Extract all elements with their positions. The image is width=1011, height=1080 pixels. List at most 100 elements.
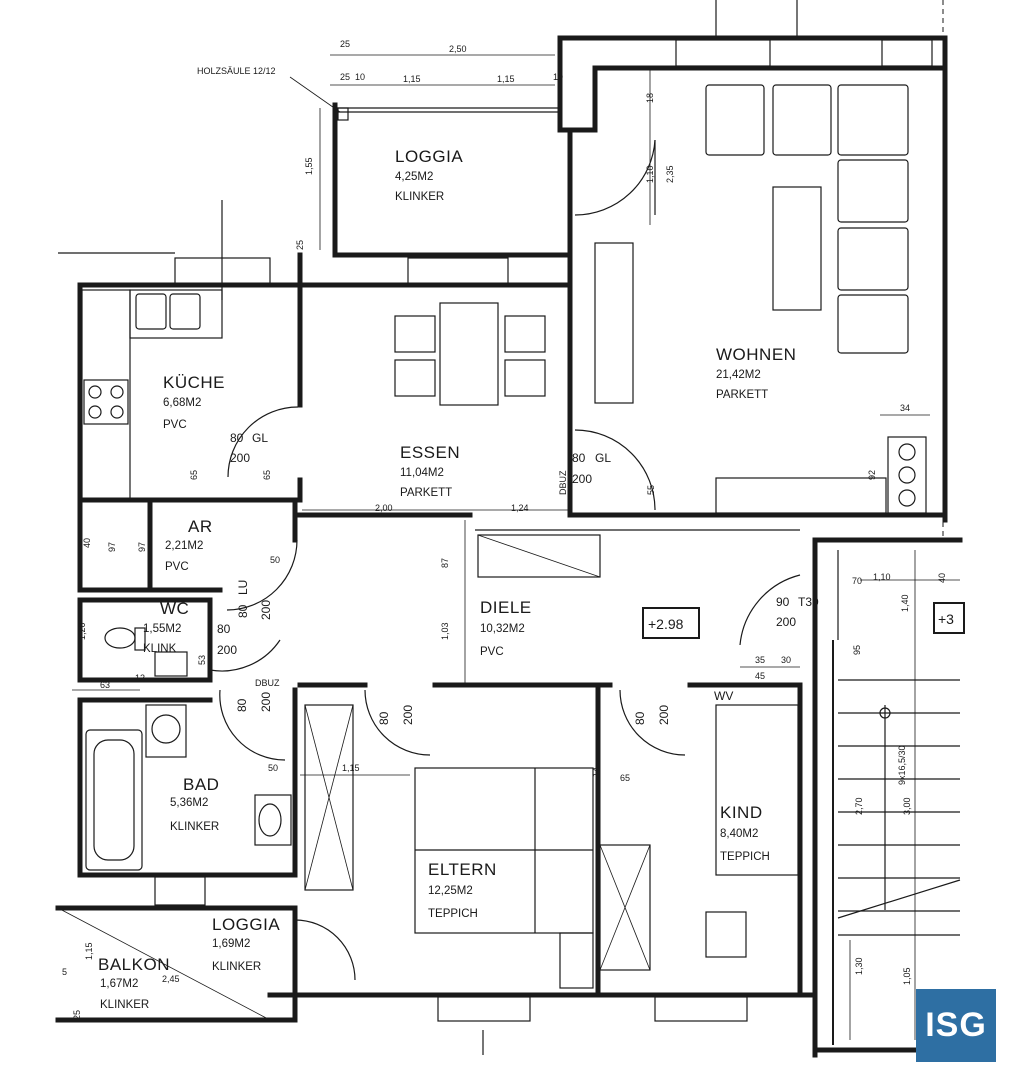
dim-65a: 65 bbox=[189, 470, 199, 480]
furniture-bedrooms bbox=[304, 534, 799, 989]
room-floor: KLINKER bbox=[212, 961, 261, 973]
door-essen-glass: GL bbox=[595, 451, 611, 465]
dim-235: 2,35 bbox=[665, 165, 675, 183]
door-eltern-width: 80 bbox=[377, 711, 391, 725]
dim-130: 1,30 bbox=[854, 957, 864, 975]
room-name: WOHNEN bbox=[716, 345, 796, 364]
room-name: LOGGIA bbox=[212, 915, 280, 934]
room-bad: BAD 5,36M2 KLINKER bbox=[170, 775, 219, 833]
dim-18: 18 bbox=[645, 93, 655, 103]
dim-55: 55 bbox=[646, 485, 656, 495]
stairs bbox=[837, 679, 961, 936]
room-kueche: KÜCHE 6,68M2 PVC bbox=[163, 373, 225, 431]
dim-45: 45 bbox=[755, 671, 765, 681]
room-floor: PVC bbox=[480, 646, 504, 658]
room-name: WC bbox=[160, 599, 189, 618]
room-area: 6,68M2 bbox=[163, 397, 201, 409]
dim-10a: 10 bbox=[355, 72, 365, 82]
room-loggia-bottom: LOGGIA 1,69M2 KLINKER bbox=[212, 915, 280, 973]
room-kind: KIND 8,40M2 TEPPICH bbox=[720, 803, 770, 863]
door-swings bbox=[209, 139, 801, 981]
dim-40: 40 bbox=[82, 538, 92, 548]
door-bad-width: 80 bbox=[235, 698, 249, 712]
dim-103: 1,03 bbox=[440, 622, 450, 640]
door-wc-width: 80 bbox=[217, 622, 231, 636]
dim-50b: 50 bbox=[268, 763, 278, 773]
room-floor: TEPPICH bbox=[428, 908, 478, 920]
dim-110: 1,10 bbox=[645, 165, 655, 183]
dbuz-essen-label: DBUZ bbox=[558, 470, 568, 495]
room-area: 2,21M2 bbox=[165, 540, 203, 552]
room-diele: DIELE 10,32M2 PVC bbox=[480, 598, 532, 658]
dim-250: 2,50 bbox=[449, 44, 467, 54]
room-name: DIELE bbox=[480, 598, 532, 617]
dim-70: 70 bbox=[852, 576, 862, 586]
furniture-dining bbox=[81, 289, 546, 501]
dim-92: 92 bbox=[867, 470, 877, 480]
door-entry-t30: T30 bbox=[798, 595, 819, 609]
dim-25b: 25 bbox=[340, 72, 350, 82]
dim-65c: 65 bbox=[620, 773, 630, 783]
dim-14: 14 bbox=[591, 767, 601, 777]
room-area: 21,42M2 bbox=[716, 369, 761, 381]
wv-label: WV bbox=[714, 689, 733, 703]
dim-10b: 10 bbox=[553, 72, 563, 82]
level-marker: +2.98 bbox=[648, 616, 684, 632]
dim-155: 1,55 bbox=[304, 157, 314, 175]
door-entry-width: 90 bbox=[776, 595, 790, 609]
door-kueche-width: 80 bbox=[230, 431, 244, 445]
dim-50a: 50 bbox=[270, 555, 280, 565]
dim-25d: 25 bbox=[72, 1010, 82, 1020]
dim-120: 1,20 bbox=[77, 622, 87, 640]
door-bad-height: 200 bbox=[259, 692, 273, 712]
isg-logo: ISG bbox=[916, 989, 996, 1062]
dim-115d: 1,15 bbox=[84, 942, 94, 960]
dim-105: 1,05 bbox=[902, 967, 912, 985]
room-balkon: BALKON 1,67M2 KLINKER bbox=[98, 955, 169, 1011]
room-floor: PARKETT bbox=[400, 487, 452, 499]
dim-97a: 97 bbox=[107, 542, 117, 552]
door-essen-width: 80 bbox=[572, 451, 586, 465]
dim-34: 34 bbox=[900, 403, 910, 413]
logo-text: ISG bbox=[925, 1006, 987, 1044]
holzsaeule-label: HOLZSÄULE 12/12 bbox=[197, 66, 276, 76]
room-area: 1,55M2 bbox=[143, 623, 181, 635]
room-area: 5,36M2 bbox=[170, 797, 208, 809]
dim-25a: 25 bbox=[340, 39, 350, 49]
room-floor: KLINKER bbox=[395, 191, 444, 203]
dim-140: 1,40 bbox=[900, 594, 910, 612]
room-name: ELTERN bbox=[428, 860, 497, 879]
room-wc: WC 1,55M2 KLINK bbox=[143, 599, 189, 655]
room-name: AR bbox=[188, 517, 213, 536]
dim-245: 2,45 bbox=[162, 974, 180, 984]
door-ar-lu: LU bbox=[236, 580, 250, 595]
dim-200: 2,00 bbox=[375, 503, 393, 513]
room-essen: ESSEN 11,04M2 PARKETT bbox=[400, 443, 460, 499]
room-area: 10,32M2 bbox=[480, 623, 525, 635]
dim-95: 95 bbox=[852, 645, 862, 655]
room-ar: AR 2,21M2 PVC bbox=[165, 517, 213, 573]
room-floor: KLINK bbox=[143, 643, 177, 655]
door-kueche-glass: GL bbox=[252, 431, 268, 445]
dim-115b: 1,15 bbox=[497, 74, 515, 84]
room-floor: TEPPICH bbox=[720, 851, 770, 863]
dim-5: 5 bbox=[62, 967, 67, 977]
dim-63: 63 bbox=[100, 680, 110, 690]
room-floor: PVC bbox=[165, 561, 189, 573]
dim-115a: 1,15 bbox=[403, 74, 421, 84]
door-labels: 80 GL 200 80 GL 200 DBUZ 80 LU 200 80 20… bbox=[217, 431, 819, 725]
dim-115c: 1,15 bbox=[342, 763, 360, 773]
level-marker-right: +3 bbox=[938, 611, 954, 627]
dim-12: 12 bbox=[135, 673, 145, 683]
room-area: 4,25M2 bbox=[395, 171, 433, 183]
room-loggia-top: LOGGIA 4,25M2 KLINKER bbox=[395, 147, 463, 203]
dim-40b: 40 bbox=[937, 573, 947, 583]
dim-300: 3,00 bbox=[902, 797, 912, 815]
dim-124: 1,24 bbox=[511, 503, 529, 513]
door-kind-width: 80 bbox=[633, 711, 647, 725]
door-wc-height: 200 bbox=[217, 643, 237, 657]
room-floor: PVC bbox=[163, 419, 187, 431]
room-name: BAD bbox=[183, 775, 219, 794]
dim-65b: 65 bbox=[262, 470, 272, 480]
